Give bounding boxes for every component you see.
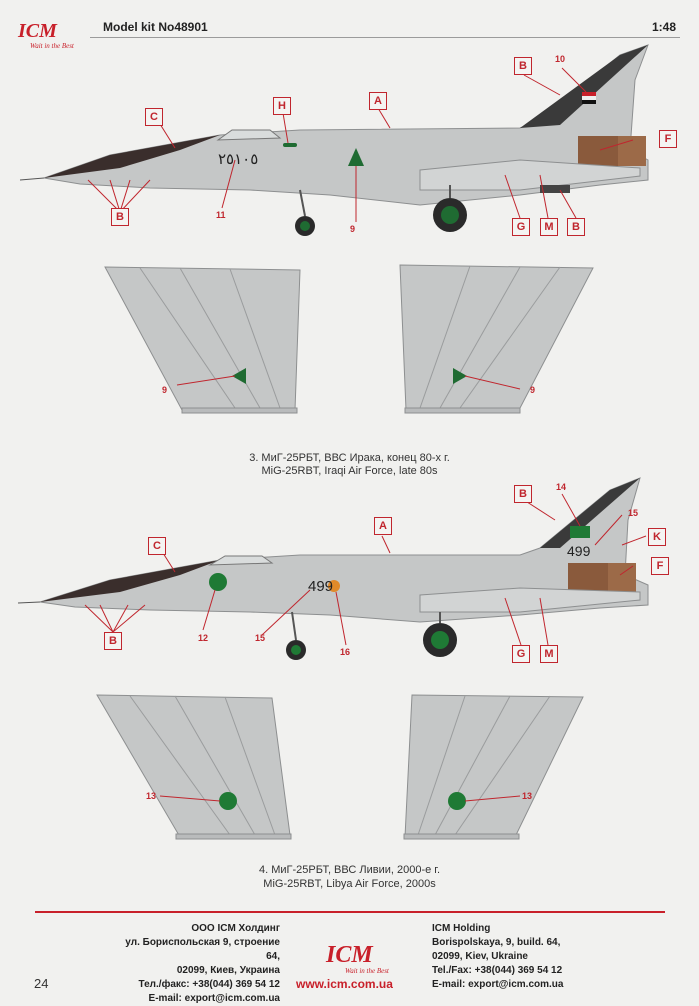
callout-f: F bbox=[651, 557, 669, 575]
decal-number: 10 bbox=[555, 54, 566, 64]
model-kit-number: Model kit No48901 bbox=[103, 20, 208, 34]
callout-h: H bbox=[273, 97, 291, 115]
icm-logo: ICM bbox=[18, 20, 57, 42]
wing-top-left-iraq bbox=[104, 266, 301, 414]
scale-label: 1:48 bbox=[652, 20, 677, 34]
decal-number: 14 bbox=[556, 482, 567, 492]
wing-top-right-iraq bbox=[399, 264, 594, 414]
decal-number: 13 bbox=[522, 791, 533, 801]
tail-code-libya: 499 bbox=[567, 543, 591, 559]
callout-b: B bbox=[104, 632, 122, 650]
callout-m: M bbox=[540, 218, 558, 236]
decal-number: 13 bbox=[146, 791, 157, 801]
decal-number: 9 bbox=[530, 385, 536, 395]
footer-rule bbox=[35, 911, 665, 913]
decal-number: 15 bbox=[255, 633, 266, 643]
caption-en-scheme4: MiG-25RBT, Libya Air Force, 2000s bbox=[263, 878, 436, 890]
aircraft-side-view-libya bbox=[17, 477, 649, 660]
callout-b: B bbox=[514, 485, 532, 503]
caption-ru-scheme4: 4. МиГ-25РБТ, ВВС Ливии, 2000-е г. bbox=[258, 864, 441, 876]
callout-b: B bbox=[567, 218, 585, 236]
callout-c: C bbox=[148, 537, 166, 555]
logo-tagline: Wait in the Best bbox=[30, 42, 74, 50]
aircraft-side-view-iraq bbox=[19, 44, 649, 236]
decal-number: 15 bbox=[628, 508, 639, 518]
leader-lines bbox=[84, 67, 647, 802]
decal-number: 9 bbox=[350, 224, 356, 234]
page-number: 24 bbox=[34, 976, 49, 991]
wing-top-left-libya bbox=[96, 694, 292, 840]
callout-k: K bbox=[648, 528, 666, 546]
footer-icm-logo: ICM bbox=[326, 942, 373, 968]
callout-a: A bbox=[369, 92, 387, 110]
callout-b: B bbox=[111, 208, 129, 226]
callout-b: B bbox=[514, 57, 532, 75]
caption-en-scheme3: MiG-25RBT, Iraqi Air Force, late 80s bbox=[261, 465, 438, 477]
callout-m: M bbox=[540, 645, 558, 663]
callout-f: F bbox=[659, 130, 677, 148]
fuselage-code-iraq: ٢٥١٠٥ bbox=[218, 151, 259, 168]
decal-number: 9 bbox=[162, 385, 168, 395]
callout-g: G bbox=[512, 218, 530, 236]
wing-top-right-libya bbox=[403, 694, 584, 840]
footer-address-en: ICM Holding Borispolskaya, 9, build. 64,… bbox=[432, 923, 564, 990]
decal-number: 12 bbox=[198, 633, 209, 643]
decal-number: 16 bbox=[340, 647, 351, 657]
header-rule bbox=[90, 37, 680, 38]
website-link[interactable]: www.icm.com.ua bbox=[296, 977, 393, 991]
callout-a: A bbox=[374, 517, 392, 535]
fuselage-code-libya: 499 bbox=[308, 578, 334, 595]
decal-number: 11 bbox=[216, 210, 226, 220]
callout-c: C bbox=[145, 108, 163, 126]
footer-address-ru: ООО ICM Холдинг ул. Бориспольская 9, стр… bbox=[125, 923, 280, 1004]
footer-logo-tagline: Wait in the Best bbox=[345, 967, 389, 975]
caption-ru-scheme3: 3. МиГ-25РБТ, ВВС Ирака, конец 80-х г. bbox=[249, 452, 450, 464]
callout-g: G bbox=[512, 645, 530, 663]
